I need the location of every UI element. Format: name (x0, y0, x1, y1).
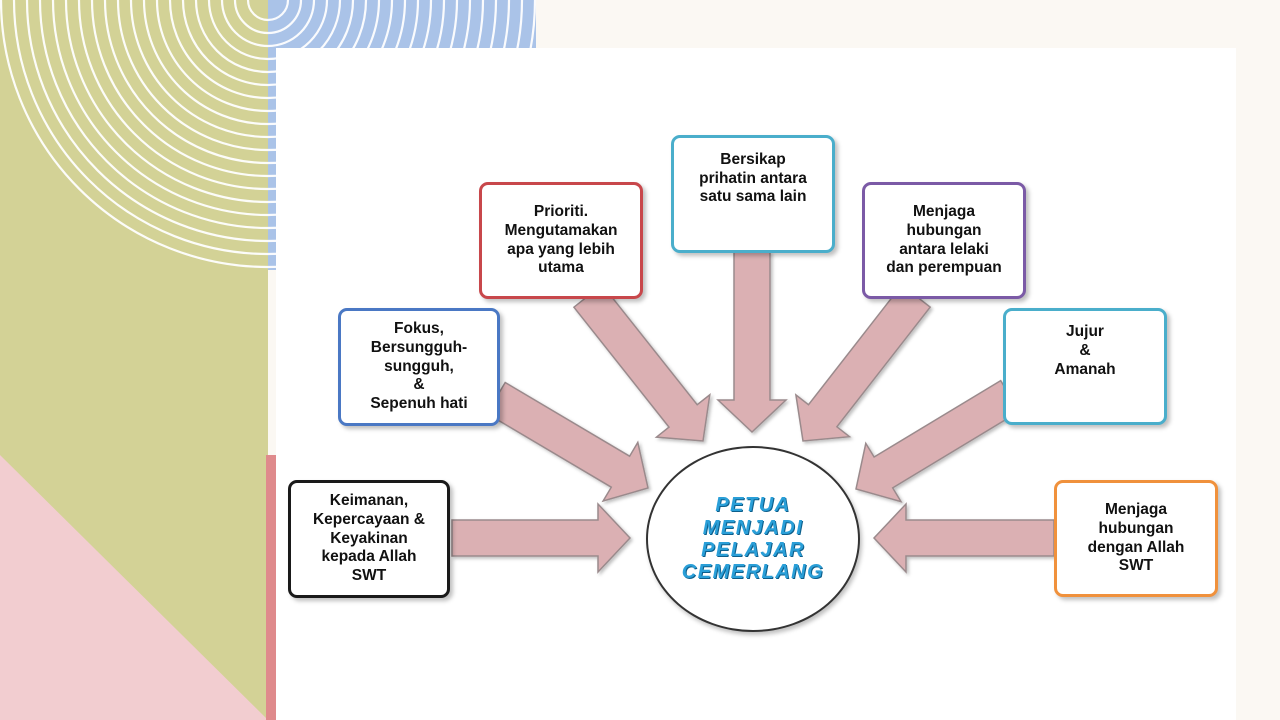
node-label: Keimanan, Kepercayaan & Keyakinan kepada… (312, 491, 425, 585)
arrow-keimanan (451, 502, 632, 574)
arc-ring (168, 0, 368, 100)
arc-ring (25, 0, 511, 243)
arc-ring (64, 0, 472, 204)
arc-ring (77, 0, 459, 191)
arc-ring (103, 0, 433, 165)
node-fokus: Fokus, Bersungguh- sungguh, & Sepenuh ha… (338, 308, 500, 426)
node-label: Bersikap prihatin antara satu sama lain (699, 150, 807, 206)
node-label: Menjaga hubungan dengan Allah SWT (1087, 500, 1185, 575)
arrow-jujur (855, 379, 1021, 503)
arc-ring (38, 0, 498, 230)
node-lelaki: Menjaga hubungan antara lelaki dan perem… (862, 182, 1026, 299)
node-label: Fokus, Bersungguh- sungguh, & Sepenuh ha… (370, 319, 468, 413)
arc-ring (129, 0, 407, 139)
arc-ring (181, 0, 355, 87)
node-prihatin: Bersikap prihatin antara satu sama lain (671, 135, 835, 253)
arc-ring (90, 0, 446, 178)
arrow-fokus (485, 381, 649, 503)
arc-ring (246, 0, 290, 22)
red-strip (266, 455, 276, 720)
arrow-prihatin (716, 251, 788, 434)
center-label: PETUA MENJADI PELAJAR CEMERLANG (681, 494, 825, 584)
arc-ring (194, 0, 342, 74)
node-allah: Menjaga hubungan dengan Allah SWT (1054, 480, 1218, 597)
arc-ring (142, 0, 394, 126)
arrow-prioriti (572, 283, 711, 442)
arrow-allah (872, 502, 1055, 574)
node-prioriti: Prioriti. Mengutamakan apa yang lebih ut… (479, 182, 643, 299)
arc-ring (207, 0, 329, 61)
arc-ring (51, 0, 485, 217)
center-circle: PETUA MENJADI PELAJAR CEMERLANG (646, 446, 860, 632)
arc-ring (155, 0, 381, 113)
arc-ring (220, 0, 316, 48)
node-jujur: Jujur & Amanah (1003, 308, 1167, 425)
arc-ring (0, 0, 537, 269)
arrow-lelaki (794, 283, 932, 442)
arc-ring (116, 0, 420, 152)
concentric-arcs (0, 0, 537, 269)
node-label: Menjaga hubungan antara lelaki dan perem… (886, 202, 1002, 277)
pink-shape (0, 455, 268, 720)
arc-ring (12, 0, 524, 256)
node-keimanan: Keimanan, Kepercayaan & Keyakinan kepada… (288, 480, 450, 598)
node-label: Jujur & Amanah (1054, 323, 1116, 378)
arc-ring (233, 0, 303, 35)
node-label: Prioriti. Mengutamakan apa yang lebih ut… (504, 202, 618, 277)
